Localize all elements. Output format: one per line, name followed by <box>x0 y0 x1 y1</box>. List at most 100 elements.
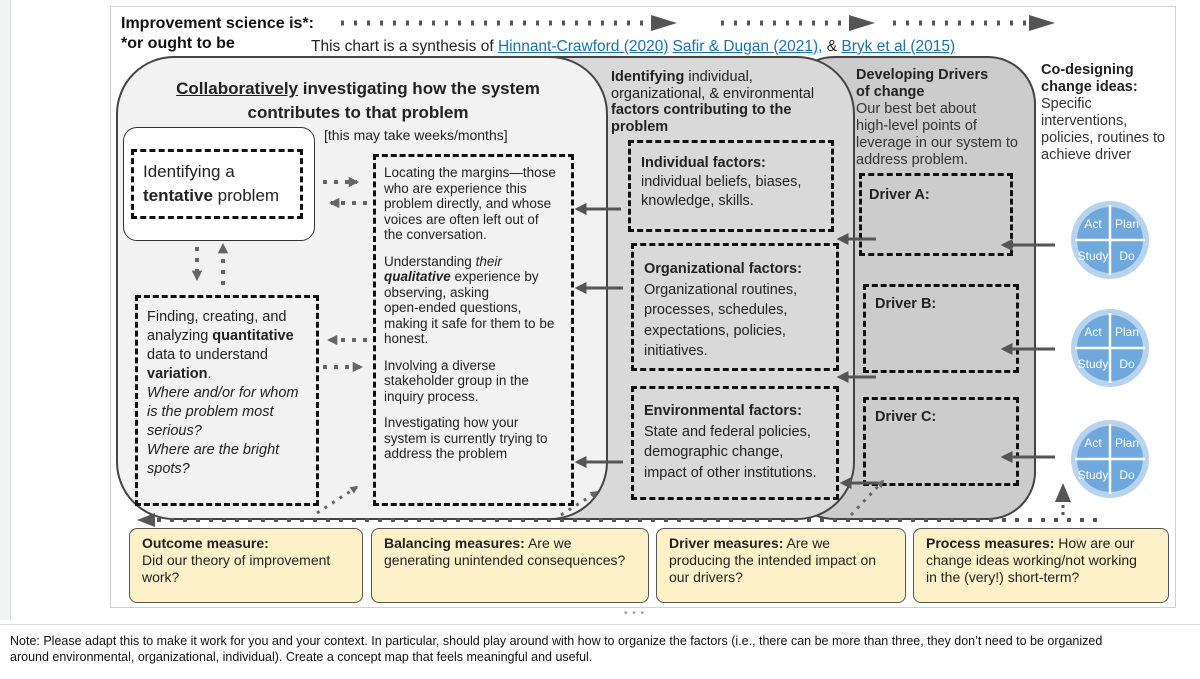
investigate-heading: Collaboratively investigating how the sy… <box>111 77 605 125</box>
balancing-measures-box: Balancing measures: Are we generating un… <box>371 528 649 603</box>
quant-italic: Where and/or for whom <box>147 385 299 401</box>
organizational-factors-line: Organizational routines, <box>644 281 798 298</box>
qualitative-dashed-box <box>373 154 574 506</box>
stakeholder-line: stakeholder group in the <box>384 373 529 388</box>
ref-hinnant-crawford-link[interactable]: Hinnant-Crawford (2020) <box>497 38 669 55</box>
qual-line: observing, asking <box>384 284 490 300</box>
driver-c-box <box>863 397 1019 486</box>
factors-heading-bold: problem <box>611 118 669 135</box>
system-line: system is currently trying to <box>384 430 548 446</box>
balancing-measures-title: Balancing measures: <box>384 535 525 551</box>
balancing-measures-line: generating unintended consequences? <box>384 552 626 568</box>
outcome-measure-line: Did our theory of improvement <box>142 552 331 568</box>
driver-b-box <box>863 284 1019 373</box>
synthesis-prefix: This chart is a synthesis of <box>311 38 498 55</box>
investigate-heading-rest-2: contributes to that problem <box>247 103 469 122</box>
driver-a-box <box>859 173 1013 256</box>
organizational-factors-line: initiatives. <box>644 343 708 359</box>
quant-italic: is the problem most <box>147 404 274 420</box>
quant-line: Finding, creating, and <box>147 309 287 325</box>
ampersand: & <box>826 38 838 55</box>
driver-measures-line: producing the intended impact on <box>669 552 877 568</box>
drivers-sub: address problem. <box>856 152 969 168</box>
quant-line: analyzing <box>147 328 213 344</box>
individual-factors-line: individual beliefs, biases, <box>641 174 802 190</box>
pdsa-label-do: Do <box>1119 468 1135 482</box>
factors-heading-line: individual, <box>684 69 753 85</box>
organizational-factors-box <box>631 243 839 371</box>
pdsa-label-plan: Plan <box>1115 325 1139 339</box>
environmental-factors-title: Environmental factors: <box>644 403 802 419</box>
codesign-heading-bold: change ideas: <box>1041 79 1138 95</box>
side-ruler <box>0 0 11 620</box>
problem-text: Identifying a tentative problem <box>143 160 279 208</box>
system-line: address the problem <box>384 446 508 461</box>
top-arrow-1-head <box>651 15 677 31</box>
codesign-sub: interventions, <box>1041 113 1128 129</box>
driver-measures-title: Driver measures: <box>669 535 784 551</box>
codesign-sub: Specific <box>1041 96 1092 112</box>
footnote-line-2: around environmental, organizational, in… <box>10 650 593 664</box>
organizational-factors-line: processes, schedules, <box>644 302 788 318</box>
driver-c-label: Driver C: <box>875 409 937 425</box>
problem-dashed-box <box>131 149 303 219</box>
individual-factors-title: Individual factors: <box>641 155 766 171</box>
qual-line: experience by <box>450 269 539 284</box>
organizational-factors-title: Organizational factors: <box>644 261 802 277</box>
problem-pre: Identifying a <box>143 162 235 181</box>
problem-post: problem <box>212 186 280 205</box>
pdsa-label-study: Study <box>1078 468 1109 482</box>
environmental-factors-line: State and federal policies, <box>644 423 811 440</box>
margins-line: voices are often left out of <box>384 211 539 227</box>
top-arrow-2-head <box>849 15 875 31</box>
quant-bold: quantitative <box>212 328 294 344</box>
individual-factors-line: knowledge, skills. <box>641 193 754 209</box>
investigate-region <box>116 56 608 520</box>
pdsa-label-act: Act <box>1084 325 1102 339</box>
outcome-diag-arrow <box>316 485 359 515</box>
pdsa-label-study: Study <box>1078 357 1109 371</box>
pdsa-label-plan: Plan <box>1115 436 1139 450</box>
bottom-return-head <box>137 513 155 527</box>
diagram-canvas: Improvement science is*: *or ought to be… <box>110 6 1176 608</box>
ref-safir-dugan-link[interactable]: Safir & Dugan (2021), <box>672 38 823 55</box>
driver-diag-arrow <box>849 479 885 517</box>
margins-line: who are experience this <box>384 180 527 196</box>
quant-italic: serious? <box>147 423 202 439</box>
environmental-factors-box <box>631 386 839 500</box>
codesign-sub: achieve driver <box>1041 147 1132 163</box>
process-measures-line: in the (very!) short-term? <box>926 569 1080 585</box>
quant-bold: variation <box>147 366 208 382</box>
connector-arrows <box>137 15 1097 527</box>
quant-italic: Where are the bright <box>147 442 280 458</box>
page-break-dots: • • • <box>624 608 646 619</box>
qual-line: honest. <box>384 331 429 346</box>
qual-line: open-ended questions, <box>384 300 522 315</box>
margins-line: problem directly, and whose <box>384 196 552 211</box>
ref-bryk-link[interactable]: Bryk et al (2015) <box>841 38 956 55</box>
problem-bold: tentative <box>143 186 213 205</box>
individual-factors-box <box>628 140 834 232</box>
environmental-factors-line: impact of other institutions. <box>644 464 817 481</box>
environmental-factors-text: Environmental factors: State and federal… <box>644 401 816 483</box>
qual-italic: their <box>475 253 502 269</box>
driver-measures-line: our drivers? <box>669 569 743 585</box>
system-line: Investigating how your <box>384 415 519 430</box>
qualitative-text: Locating the margins—those who are exper… <box>384 165 556 462</box>
top-arrow-3-head <box>1029 15 1055 31</box>
pdsa-label-plan: Plan <box>1115 217 1139 231</box>
stakeholder-line: Involving a diverse <box>384 357 496 373</box>
synthesis-line: This chart is a synthesis of Hinnant-Cra… <box>311 38 955 56</box>
factors-heading: Identifying individual, organizational, … <box>611 69 814 135</box>
title-line-1: Improvement science is*: <box>121 15 314 32</box>
individual-factors-text: Individual factors: individual beliefs, … <box>641 154 801 211</box>
balancing-measures-line: Are we <box>524 535 572 551</box>
organizational-factors-line: expectations, policies, <box>644 322 786 339</box>
title-line-2: *or ought to be <box>121 35 235 52</box>
collaboratively-word: Collaboratively <box>176 79 299 98</box>
pdsa-label-study: Study <box>1078 249 1109 263</box>
problem-box <box>123 127 315 241</box>
quantitative-dashed-box <box>135 295 319 506</box>
